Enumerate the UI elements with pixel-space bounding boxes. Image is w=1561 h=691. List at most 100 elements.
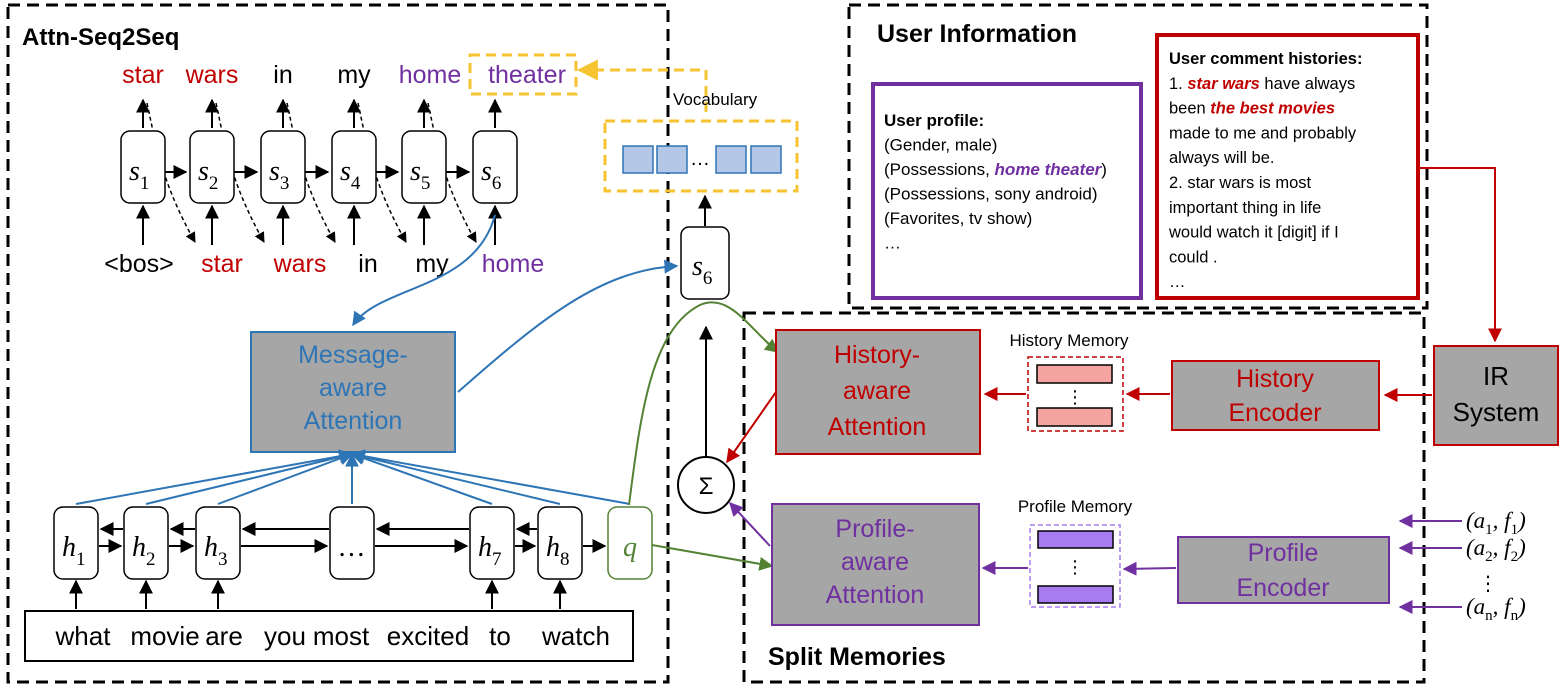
state-base: s [410, 156, 421, 187]
block-text: (Possessions, [884, 160, 995, 179]
encoder-state-label: h7 [478, 532, 502, 570]
attribute-part: ( [1466, 594, 1475, 619]
decoder-arrows [136, 98, 502, 245]
state-subscript: 2 [146, 549, 156, 570]
encoder-state-label: h1 [62, 532, 86, 570]
attention-weight-arrow [217, 451, 354, 505]
block-text: 1. [1169, 75, 1187, 93]
history-encoder-box [1171, 360, 1380, 431]
block-text: important thing in life [1169, 199, 1321, 217]
output-word: wars [185, 61, 239, 89]
feed-previous-arrow [286, 102, 336, 243]
message-word: most [313, 621, 370, 651]
vocab-state-cell [680, 226, 730, 300]
state-subscript: 8 [560, 549, 570, 570]
block-text: … [884, 234, 901, 253]
profile-memory-slot [1037, 530, 1114, 549]
user-information-panel [847, 3, 1429, 310]
attribute-part: 2 [1485, 549, 1493, 565]
message-word: movie [130, 621, 199, 651]
attention-weight-arrow [350, 451, 493, 505]
encoder-cell [123, 506, 169, 580]
history-memory-slot [1036, 364, 1113, 384]
attribute-part: ) [1516, 594, 1526, 619]
state-subscript: 7 [492, 549, 502, 570]
vocab-cell [656, 145, 688, 174]
encoder-cell [195, 506, 241, 580]
profile-encoder-box [1177, 536, 1390, 604]
state-base: h [478, 532, 492, 563]
state-base: s [481, 156, 492, 187]
user-comment-box [1155, 33, 1420, 300]
sum-symbol: Σ [699, 473, 714, 500]
history-memory-box [1027, 356, 1124, 432]
attribute-part: ) [1516, 535, 1526, 560]
attribute-part: a [1474, 508, 1486, 533]
vocab-cell [750, 145, 782, 174]
label-line: Attention [304, 407, 403, 435]
state-subscript: 4 [351, 173, 361, 194]
attribute-part: , [1493, 508, 1505, 533]
attribute-part: ( [1466, 535, 1475, 560]
block-text: the best movies [1210, 100, 1335, 118]
output-word: star [122, 61, 164, 89]
attn-seq2seq-panel [6, 3, 670, 684]
label-line: aware [841, 548, 909, 576]
vocabulary-label: Vocabulary [673, 90, 758, 109]
block-text: been [1169, 100, 1210, 118]
label-line: aware [319, 374, 387, 402]
block-text: home theater [995, 160, 1103, 179]
state-subscript: 2 [209, 173, 219, 194]
decoder-cell [331, 130, 377, 204]
state-subscript: 6 [492, 173, 502, 194]
state-subscript: 3 [218, 549, 228, 570]
decoder-state-label: s6 [481, 156, 501, 194]
user-profile-box [871, 82, 1143, 300]
vocab-cell [622, 145, 654, 174]
block-text: could . [1169, 248, 1218, 266]
block-text: have always [1260, 75, 1355, 93]
vocab-to-theater-arrow [576, 59, 708, 112]
state-base: q [623, 532, 637, 563]
message-word: watch [541, 621, 610, 651]
output-word: home [399, 61, 462, 89]
split-memories-panel [742, 311, 1426, 684]
label-line: aware [843, 377, 911, 405]
decoder-state-label: s4 [340, 156, 361, 194]
label-line: Encoder [1228, 399, 1321, 427]
decoder-cell [120, 130, 166, 204]
attention-weight-arrow [75, 449, 354, 505]
encoder-state-label: … [340, 532, 365, 563]
profile-memory-slot [1037, 585, 1114, 604]
output-word: my [337, 61, 371, 89]
feed-previous-arrow [427, 102, 477, 243]
block-text: (Favorites, tv show) [884, 209, 1032, 228]
message-word: you [264, 621, 306, 651]
input-word: in [358, 250, 377, 278]
state-subscript: 1 [76, 549, 86, 570]
attribute-part: 1 [1511, 522, 1519, 538]
user-information-title: User Information [877, 20, 1077, 48]
message-aware-attention-box [250, 331, 456, 453]
message-word: are [205, 621, 243, 651]
input-word: home [482, 250, 545, 278]
input-word: wars [273, 250, 327, 278]
history-memory-ellipsis: ⋮ [1066, 387, 1084, 407]
block-text: would watch it [digit] if I [1168, 224, 1339, 242]
profile-memory-box [1029, 524, 1121, 608]
ir-system-box [1433, 345, 1559, 446]
encoder-attention-arrows [75, 449, 631, 505]
vocab-ellipsis: … [690, 148, 710, 170]
label-line: History- [834, 341, 920, 369]
user-profile-text: User profile:(Gender, male)(Possessions,… [884, 111, 1107, 253]
state-subscript: 5 [421, 173, 431, 194]
encoder-state-label: h2 [132, 532, 156, 570]
user-comment-text: User comment histories:1. star wars have… [1168, 50, 1362, 291]
attn-seq2seq-title: Attn-Seq2Seq [22, 24, 179, 51]
